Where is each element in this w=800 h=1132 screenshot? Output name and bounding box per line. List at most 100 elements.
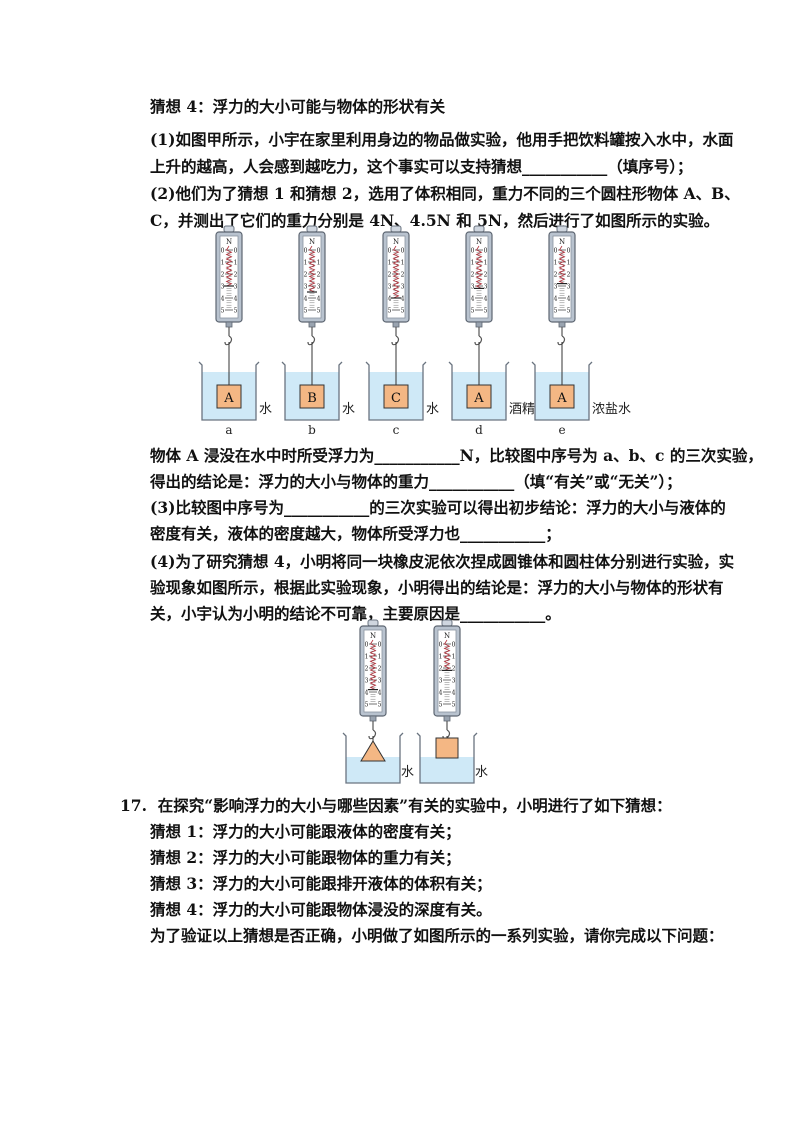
scale-unit-label: N [226,238,232,246]
scale-hook [224,335,233,346]
scale-tick-label-right: 3 [484,283,488,290]
scale-tick-label-right: 4 [317,295,321,302]
scale-tick-label-left: 5 [365,701,369,708]
setup-label: c [393,423,400,437]
scale-tick-label-right: 2 [317,271,321,278]
scale-tick-label-right: 0 [378,641,382,648]
scale-tick-label-right: 4 [567,295,571,302]
scale-unit-label: N [444,632,450,640]
scale-hook [474,335,483,346]
q4-line-3: 关，小宇认为小明的结论不可靠，主要原因是___________。 [150,604,561,623]
scale-face [219,235,239,319]
scale-tick-label-right: 0 [234,247,238,254]
scale-tick-label-left: 4 [388,295,392,302]
scale-rod-base [558,321,566,328]
scale-tick-label-left: 4 [365,689,369,696]
scale-rod-base [225,321,233,328]
beaker-liquid [420,757,474,783]
scale-tick-label-right: 5 [484,307,488,314]
block-C [383,384,409,409]
scale-spring [475,245,483,289]
beaker-wall [281,361,343,421]
scale-tick-label-left: 5 [221,307,225,314]
q17-guess-1: 猜想 1：浮力的大小可能跟液体的密度有关； [150,822,461,841]
scale-tick-label-left: 5 [304,307,308,314]
scale-tick-label-right: 5 [234,307,238,314]
scale-top-ring [556,225,568,233]
scale-tick-label-left: 1 [304,259,308,266]
scale-tick-label-left: 4 [554,295,558,302]
q3-line-1: (3)比较图中序号为___________的三次实验可以得出初步结论：浮力的大小… [150,498,726,517]
clay-cone [360,740,386,762]
scale-tick-label-left: 0 [554,247,558,254]
scale-tick-label-right: 1 [452,653,456,660]
scale-tick-label-left: 3 [471,283,475,290]
scale-tick-label-right: 1 [317,259,321,266]
scale-tick-label-right: 2 [567,271,571,278]
scale-tick-label-left: 2 [388,271,392,278]
scale-tick-label-right: 1 [401,259,405,266]
scale-tick-label-right: 4 [484,295,488,302]
liquid-label: 浓盐水 [592,402,631,417]
scale-tick-label-left: 0 [439,641,443,648]
q4-line-2: 验现象如图所示，根据此实验现象，小明得出的结论是：浮力的大小与物体的形状有 [150,578,724,597]
beaker-wall [531,361,593,421]
scale-tick-label-left: 0 [388,247,392,254]
block-letter: A [473,391,484,406]
scale-tick-label-left: 3 [365,677,369,684]
scale-top-ring [367,619,379,627]
scale-face [469,235,489,319]
scale-top-ring [223,225,235,233]
q17-stem: 17. 在探究“影响浮力的大小与哪些因素”有关的实验中，小明进行了如下猜想： [120,796,672,816]
q2-line-1: (2)他们为了猜想 1 和猜想 2，选用了体积相同，重力不同的三个圆柱形物体 A… [150,184,740,203]
q17-stem-text: 在探究“影响浮力的大小与哪些因素”有关的实验中，小明进行了如下猜想： [157,796,672,815]
q17-instruction: 为了验证以上猜想是否正确，小明做了如图所示的一系列实验，请你完成以下问题： [150,926,724,945]
scale-unit-label: N [309,238,315,246]
block-B [299,384,325,409]
scale-tick-label-right: 3 [378,677,382,684]
scale-tick-label-left: 2 [304,271,308,278]
beaker [416,732,478,784]
scale-spring [392,245,400,299]
scale-tick-label-right: 0 [567,247,571,254]
liquid-label: 酒精 [509,402,535,417]
clay-cylinder [435,737,459,759]
scale-spring [225,245,233,287]
scale-tick-label-left: 1 [221,259,225,266]
q17-guess-4: 猜想 4：浮力的大小可能跟物体浸没的深度有关。 [150,900,492,919]
scale-tick-label-left: 2 [365,665,369,672]
scale-tick-label-left: 2 [221,271,225,278]
scale-face [302,235,322,319]
scale-tick-label-left: 3 [388,283,392,290]
scale-tick-label-left: 0 [304,247,308,254]
setup-label: a [225,423,232,437]
scale-spring [369,639,377,690]
scale-tick-label-left: 2 [554,271,558,278]
scale-rod-base [392,321,400,328]
scale-tick-label-right: 4 [378,689,382,696]
block-A [466,384,492,409]
scale-rod-base [308,321,316,328]
scale-tick-label-right: 0 [484,247,488,254]
scale-tick-label-left: 5 [439,701,443,708]
block-A [216,384,242,409]
scale-hook [557,335,566,346]
scale-tick-label-right: 5 [401,307,405,314]
scale-unit-label: N [370,632,376,640]
scale-rod-base [475,321,483,328]
scale-tick-label-right: 5 [378,701,382,708]
scale-hook [442,729,451,740]
q3-line-2: 密度有关，液体的密度越大，物体所受浮力也___________； [150,524,561,543]
scale-tick-label-left: 5 [554,307,558,314]
scale-unit-label: N [559,238,565,246]
scale-tick-label-left: 0 [471,247,475,254]
scale-top-ring [306,225,318,233]
scale-tick-label-left: 3 [221,283,225,290]
scale-face [552,235,572,319]
liquid-label: 水 [401,765,414,780]
